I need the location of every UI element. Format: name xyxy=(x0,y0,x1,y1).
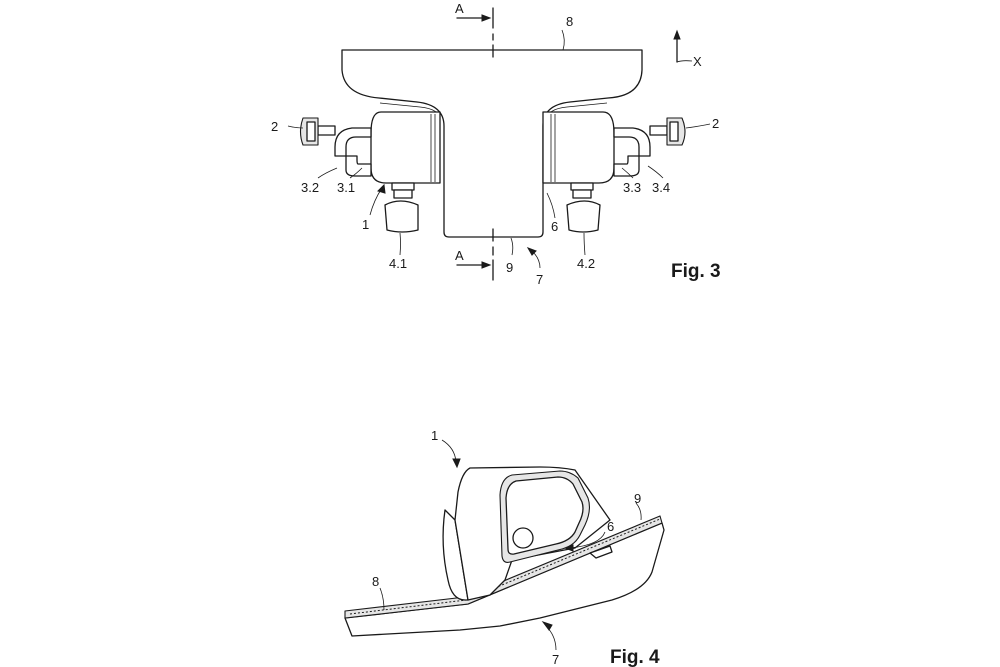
label-3-1: 3.1 xyxy=(337,180,355,195)
label-7: 7 xyxy=(552,652,559,667)
label-9: 9 xyxy=(634,491,641,506)
leader-9 xyxy=(510,237,514,256)
section-label-top: A xyxy=(455,1,464,16)
leader-2-right xyxy=(685,123,711,129)
left-part-4-1 xyxy=(384,200,419,233)
axis-label-x: X xyxy=(693,54,702,69)
label-3-4: 3.4 xyxy=(652,180,670,195)
left-part-2-inner xyxy=(306,121,316,142)
left-hose-lower xyxy=(345,155,372,177)
arrowhead-icon xyxy=(563,544,574,552)
label-1: 1 xyxy=(431,428,438,443)
left-connector-ring xyxy=(393,189,413,199)
arrowhead-icon xyxy=(673,29,681,40)
leader-8 xyxy=(561,29,565,51)
arrowhead-icon xyxy=(481,14,492,22)
figure-3: A A X xyxy=(271,1,721,287)
label-8: 8 xyxy=(372,574,379,589)
label-4-1: 4.1 xyxy=(389,256,407,271)
right-module-box xyxy=(542,111,615,184)
figure-4: 1 6 9 8 7 Fig. 4 xyxy=(344,428,665,667)
left-connector-ring xyxy=(391,182,415,191)
leader-4-1 xyxy=(399,232,401,256)
left-module-box xyxy=(370,111,441,184)
right-part-2-inner xyxy=(669,121,679,142)
leader-3-2 xyxy=(317,167,338,179)
figure-3-caption: Fig. 3 xyxy=(671,261,721,282)
right-hose xyxy=(613,127,651,157)
label-9: 9 xyxy=(506,260,513,275)
leader-7 xyxy=(545,625,557,651)
left-hose-fitting xyxy=(317,125,336,136)
leader-3-3 xyxy=(621,167,634,179)
leader-6 xyxy=(546,192,556,219)
right-part-4-2 xyxy=(566,200,601,233)
label-1: 1 xyxy=(362,217,369,232)
leader-4-2 xyxy=(583,232,586,256)
leader-3-4 xyxy=(647,165,664,179)
figure-4-caption: Fig. 4 xyxy=(610,647,660,667)
section-label-bottom: A xyxy=(455,248,464,263)
leader-2-left xyxy=(287,125,304,129)
right-hose-fitting xyxy=(649,125,668,136)
base-body xyxy=(344,522,665,637)
label-2-right: 2 xyxy=(712,116,719,131)
right-connector-ring xyxy=(570,182,594,191)
label-7: 7 xyxy=(536,272,543,287)
label-8: 8 xyxy=(566,14,573,29)
left-hose xyxy=(334,127,372,157)
connector-6 xyxy=(589,545,613,559)
housing-back xyxy=(442,509,469,601)
label-4-2: 4.2 xyxy=(577,256,595,271)
direction-leader xyxy=(676,60,693,63)
leader-3-1 xyxy=(349,167,363,179)
arrowhead-icon xyxy=(541,621,553,631)
t-body-outline xyxy=(341,49,643,238)
label-6: 6 xyxy=(607,519,614,534)
leader-6 xyxy=(569,531,606,549)
right-connector-ring xyxy=(572,189,592,199)
arrowhead-icon xyxy=(377,183,386,194)
label-3-3: 3.3 xyxy=(623,180,641,195)
arrowhead-icon xyxy=(452,458,461,469)
arrowhead-icon xyxy=(526,247,537,256)
right-hose-lower xyxy=(613,155,640,177)
label-6: 6 xyxy=(551,219,558,234)
housing-round-opening xyxy=(512,527,534,549)
label-3-2: 3.2 xyxy=(301,180,319,195)
arrowhead-icon xyxy=(481,261,492,269)
leader-9 xyxy=(635,502,642,521)
label-2-left: 2 xyxy=(271,119,278,134)
leader-8 xyxy=(379,587,385,611)
